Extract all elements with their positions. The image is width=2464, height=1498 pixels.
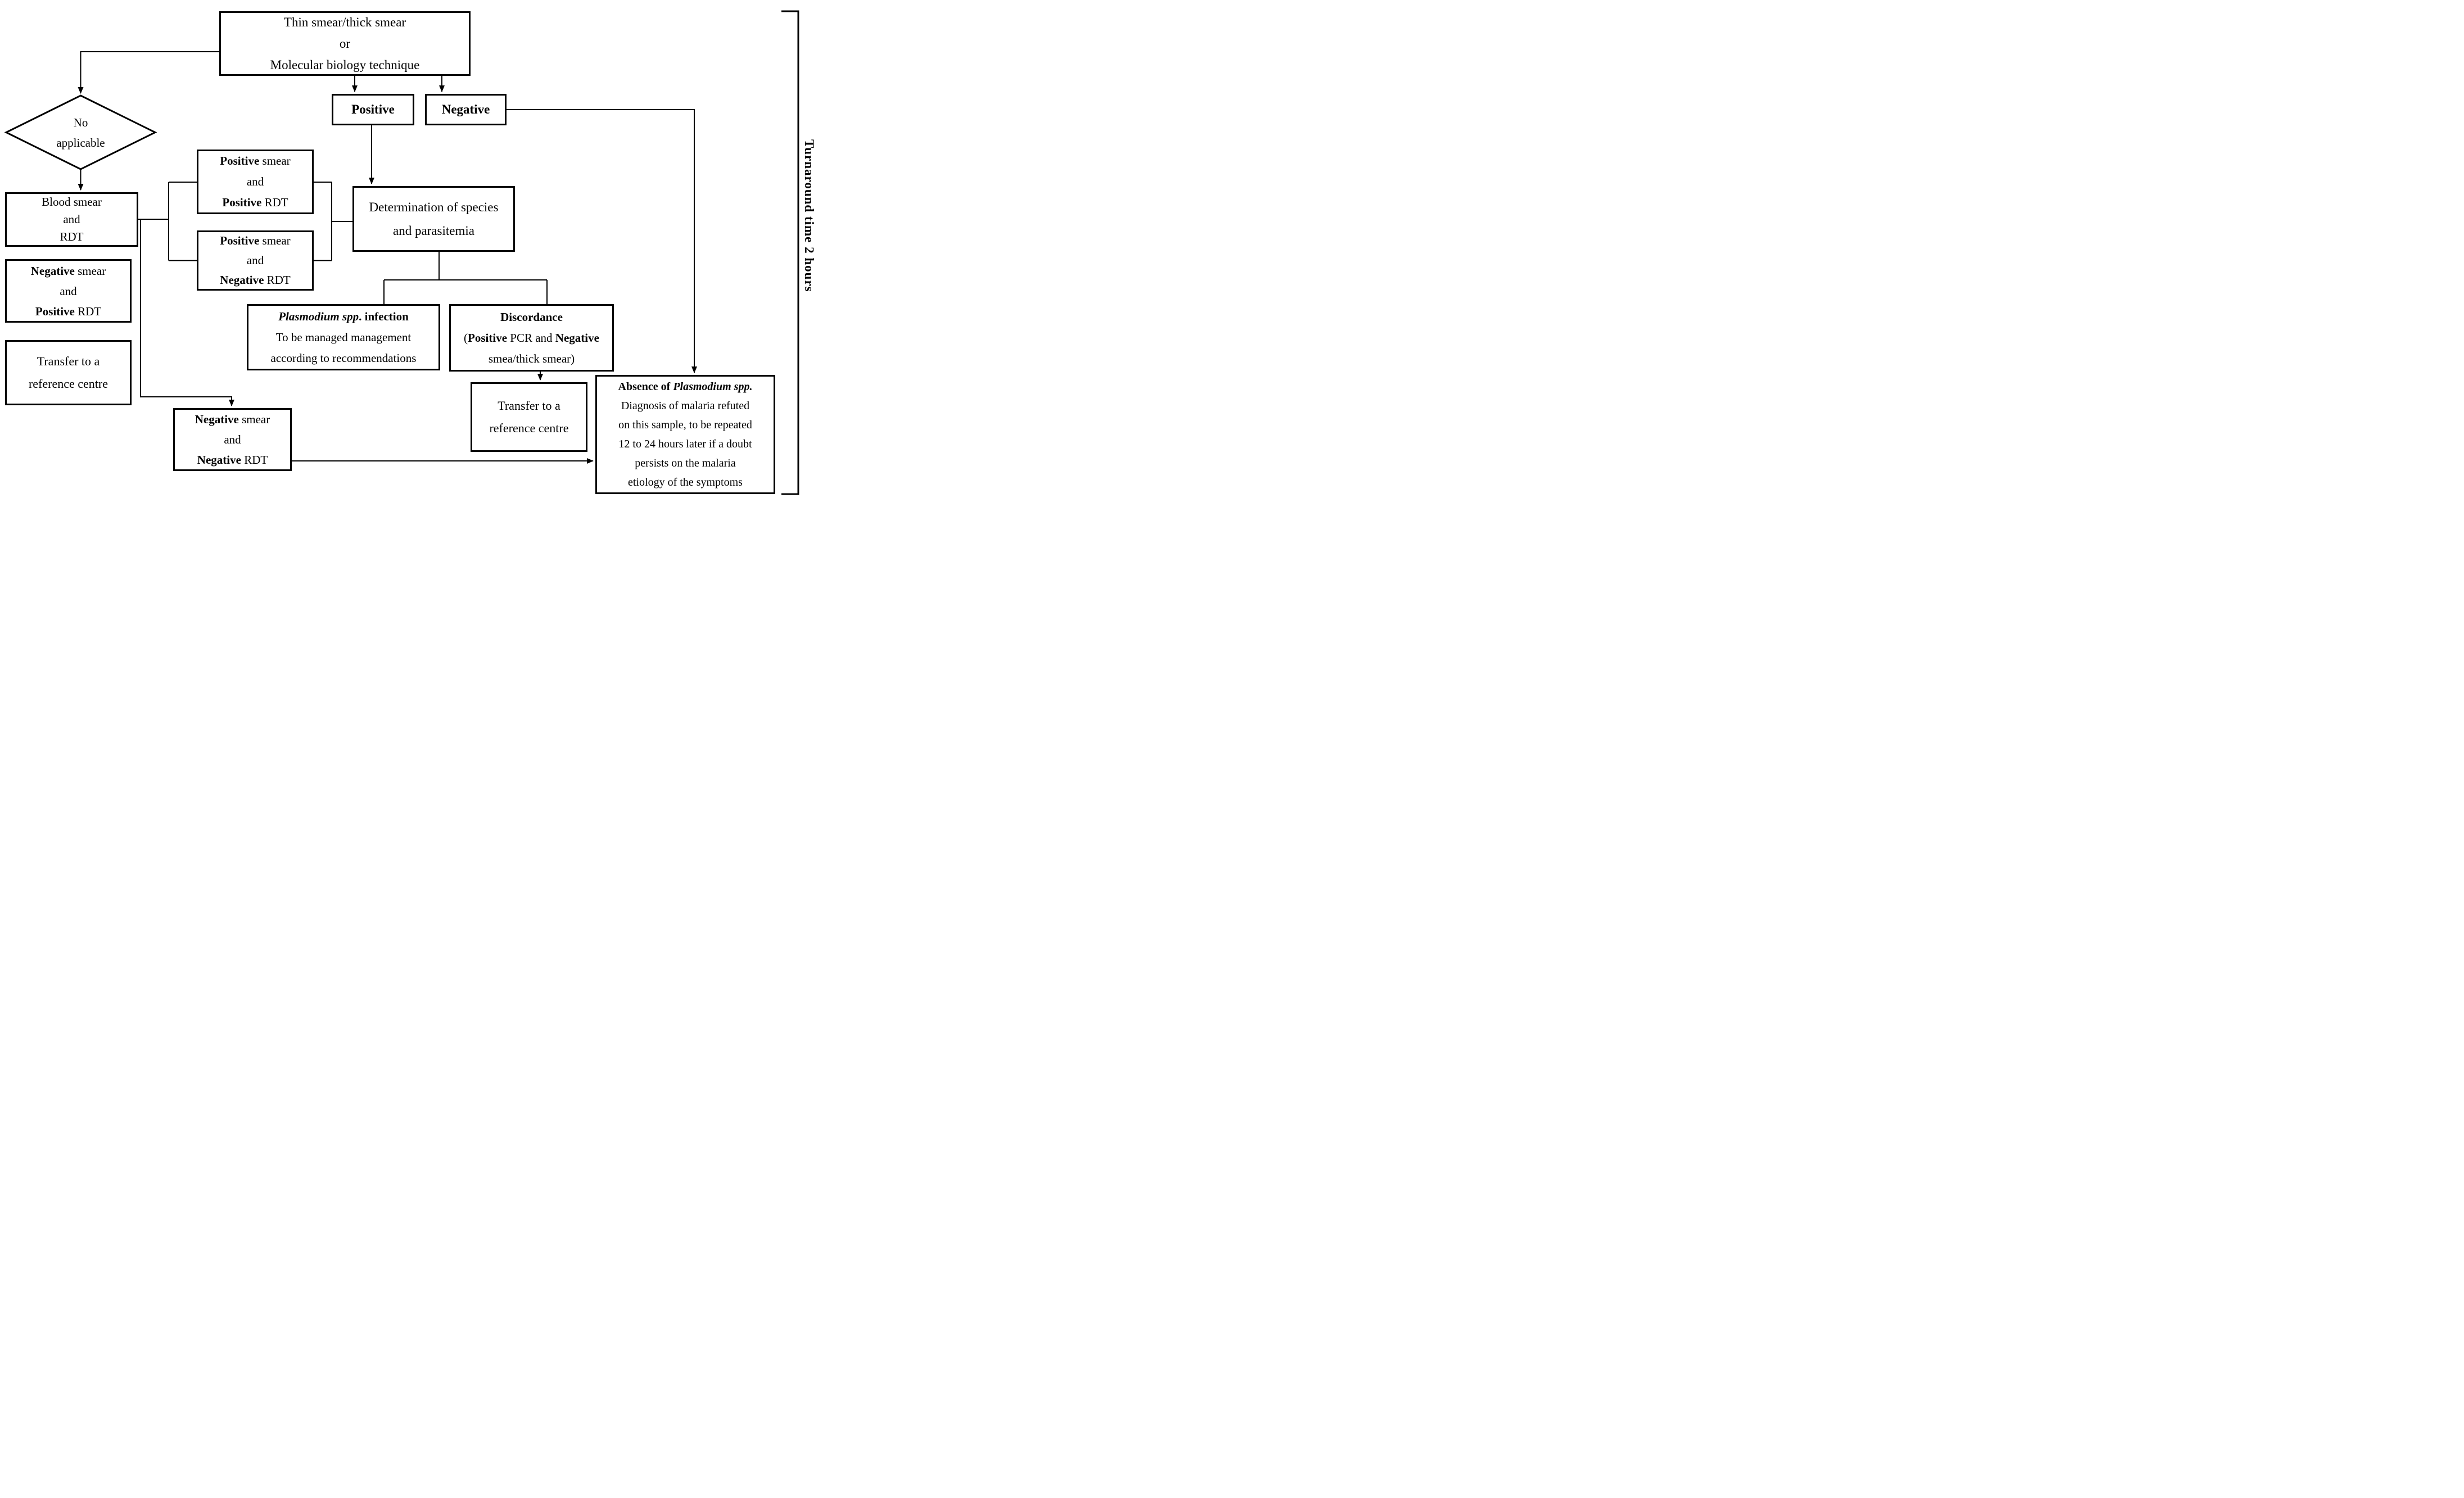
negative-smear-positive-rdt-box: Negative smear and Positive RDT [5,259,132,323]
thin-thick-smear-box: Thin smear/thick smear or Molecular biol… [219,11,471,76]
absence-line6: etiology of the symptoms [628,476,743,488]
discordance-box: Discordance (Positive PCR and Negative s… [449,304,614,372]
flowchart-canvas: Thin smear/thick smear or Molecular biol… [0,0,821,499]
absence-line5: persists on the malaria [635,457,736,469]
transfer-reference-centre-left-box: Transfer to a reference centre [5,340,132,405]
neg-neg-line2: and [224,433,241,446]
transfer-mid-line2: reference centre [489,421,569,435]
pos-pos-line3: Positive RDT [222,196,288,209]
transfer-left-line2: reference centre [28,377,108,391]
pos-neg-line3: Negative RDT [220,273,291,287]
pos-pos-line2: and [246,175,264,188]
absence-line1: Absence of Plasmodium spp. [618,381,753,393]
discordance-line1: Discordance [500,310,563,324]
positive-smear-positive-rdt-box: Positive smear and Positive RDT [197,150,314,214]
absence-plasmodium-box: Absence of Plasmodium spp. Diagnosis of … [595,375,775,494]
pos-pos-line1: Positive smear [220,154,291,168]
determination-species-box: Determination of species and parasitemia [352,186,515,252]
blood-smear-rdt-box: Blood smear and RDT [5,192,138,247]
neg-pos-line1: Negative smear [30,264,106,278]
thin-thick-smear-line3: Molecular biology technique [270,57,420,72]
determination-line2: and parasitemia [393,223,474,238]
pos-neg-line2: and [246,254,264,267]
thin-thick-smear-line2: or [339,36,351,51]
turnaround-time-label: Turnaround time 2 hours [802,139,816,292]
neg-neg-line3: Negative RDT [197,453,268,467]
determination-line1: Determination of species [369,200,499,214]
neg-pos-line2: and [60,284,77,298]
blood-smear-line2: and [63,212,80,226]
thin-thick-smear-line1: Thin smear/thick smear [283,15,406,29]
transfer-reference-centre-mid-box: Transfer to a reference centre [471,382,587,452]
negative-smear-negative-rdt-box: Negative smear and Negative RDT [173,408,292,471]
absence-line3: on this sample, to be repeated [618,419,752,431]
negative-result-box: Negative [425,94,507,125]
positive-smear-negative-rdt-box: Positive smear and Negative RDT [197,230,314,291]
absence-line4: 12 to 24 hours later if a doubt [618,438,752,450]
blood-smear-line1: Blood smear [42,195,102,209]
plasmodium-line3: according to recommendations [270,351,417,365]
positive-result-label: Positive [351,102,395,116]
neg-pos-line3: Positive RDT [35,304,102,318]
blood-smear-line3: RDT [60,230,84,243]
absence-line2: Diagnosis of malaria refuted [621,400,750,412]
positive-result-box: Positive [332,94,414,125]
transfer-left-line1: Transfer to a [37,354,100,368]
discordance-line2: (Positive PCR and Negative [464,331,599,345]
plasmodium-infection-box: Plasmodium spp. infection To be managed … [247,304,440,370]
plasmodium-line2: To be managed management [275,330,412,344]
negative-result-label: Negative [441,102,490,116]
plasmodium-line1: Plasmodium spp. infection [278,309,409,323]
no-applicable-line1: No [73,116,88,129]
no-applicable-line2: applicable [56,136,105,150]
pos-neg-line1: Positive smear [220,234,291,247]
neg-neg-line1: Negative smear [195,413,270,426]
transfer-mid-line1: Transfer to a [498,399,560,413]
flow-connectors [4,10,799,495]
no-applicable-diamond: No applicable [31,112,130,153]
discordance-line3: smea/thick smear) [488,351,575,365]
